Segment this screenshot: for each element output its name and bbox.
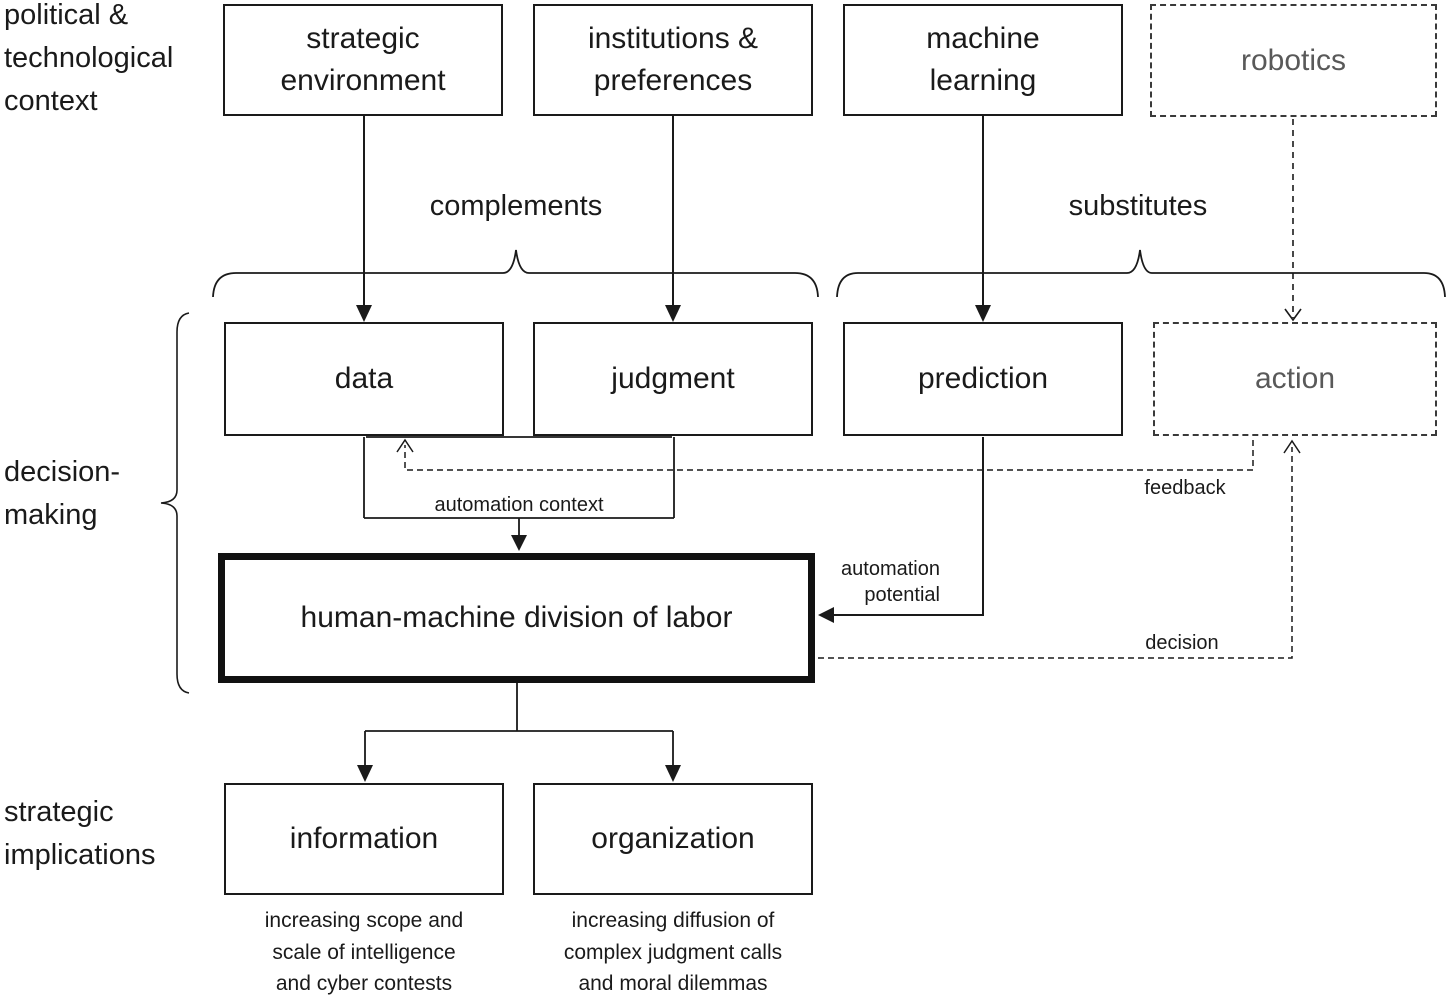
institutions-preferences-box: institutions & preferences <box>533 4 813 116</box>
decision-making-brace <box>160 312 190 694</box>
arrow-head-organization <box>665 765 681 782</box>
data-box: data <box>224 322 504 436</box>
organization-caption: increasing diffusion of complex judgment… <box>563 909 783 995</box>
judgment-box: judgment <box>533 322 813 436</box>
arrow-head-automation-potential <box>818 607 834 623</box>
arrow-head-automation-context <box>511 535 527 551</box>
strategic-environment-box: strategic environment <box>223 4 503 116</box>
organization-box: organization <box>533 783 813 895</box>
prediction-box: prediction <box>843 322 1123 436</box>
substitutes-label: substitutes <box>1068 190 1208 222</box>
complements-brace <box>212 249 819 298</box>
complements-label: complements <box>429 190 603 222</box>
feedback-connector <box>404 440 1254 471</box>
human-machine-division-of-labor-box: human-machine division of labor <box>218 553 815 683</box>
row-label-strategic-implications: strategic implications <box>4 796 156 871</box>
automation-potential-label: automation potential <box>841 558 940 606</box>
row-label-political-technological-context: political & technological context <box>4 0 174 117</box>
feedback-open-head <box>396 438 414 453</box>
robotics-box: robotics <box>1150 4 1437 117</box>
action-box: action <box>1153 322 1437 436</box>
substitutes-brace <box>836 249 1446 298</box>
automation-context-label: automation context <box>434 494 604 516</box>
machine-learning-box: machine learning <box>843 4 1123 116</box>
arrow-head-information <box>357 765 373 782</box>
row-label-decision-making: decision- making <box>4 456 121 531</box>
arrow-robotics-open-head <box>1284 308 1302 322</box>
decision-label: decision <box>1145 632 1219 654</box>
information-box: information <box>224 783 504 895</box>
implications-split-connector <box>364 683 674 766</box>
arrow-head-data <box>356 305 372 322</box>
arrow-head-prediction <box>975 305 991 322</box>
automation-context-connector <box>363 436 675 536</box>
arrow-head-judgment <box>665 305 681 322</box>
information-caption: increasing scope and scale of intelligen… <box>264 909 464 995</box>
feedback-label: feedback <box>1144 477 1226 499</box>
decision-open-head <box>1283 439 1301 454</box>
